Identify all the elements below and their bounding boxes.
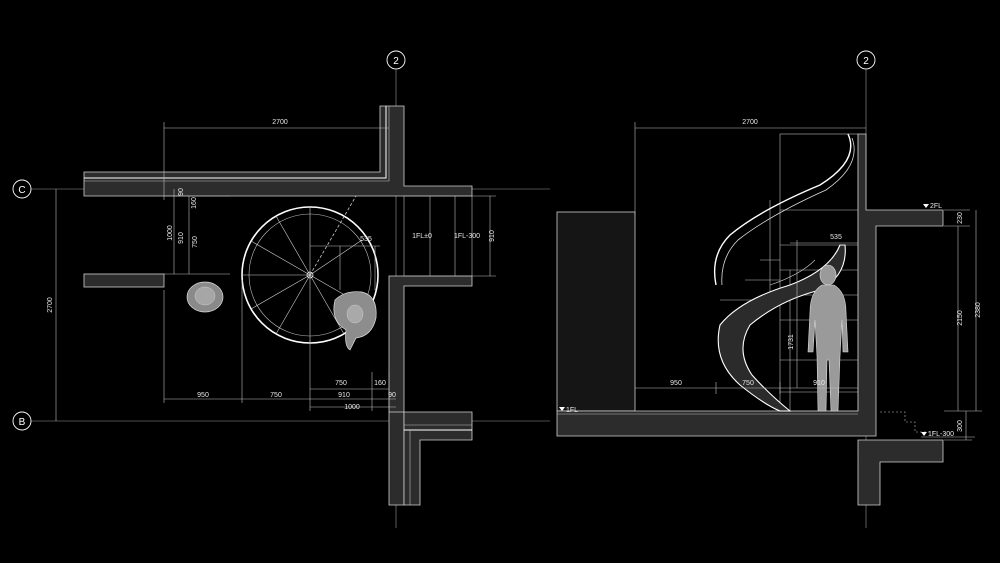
section-dimension-texts: 2700 535 1731 950 750 910 2FL 1FL 1FL-30… [566, 119, 982, 438]
plan-dim-910-right: 910 [489, 230, 496, 242]
section-level-2fl: 2FL [930, 203, 942, 210]
section-level-1fl-300: 1FL-300 [928, 431, 954, 438]
plan-dim-90-b2: 90 [388, 392, 396, 399]
section-dim-950: 950 [670, 380, 682, 387]
plan-dim-910-left: 910 [178, 232, 185, 244]
grid-lines [30, 70, 867, 528]
plan-dim-750-b2: 750 [270, 392, 282, 399]
plan-dim-2700-top: 2700 [272, 119, 288, 126]
section-dim-2380: 2380 [975, 302, 982, 318]
plan-dim-950: 950 [197, 392, 209, 399]
plan-dim-1000: 1000 [167, 225, 174, 241]
section-dim-910: 910 [813, 380, 825, 387]
plan-spiral-stair [241, 195, 380, 344]
section-dim-2150: 2150 [957, 310, 964, 326]
plan-level-1fl-300: 1FL-300 [454, 233, 480, 240]
section-person-figure [807, 264, 849, 412]
plan-dim-160-top: 160 [191, 197, 198, 209]
grid-bubble-2-section: 2 [856, 50, 876, 70]
svg-text:C: C [18, 185, 25, 196]
section-dim-535: 535 [830, 234, 842, 241]
plan-dim-535: 535 [360, 236, 372, 243]
section-walls [556, 133, 944, 506]
plan-dim-2700-left: 2700 [47, 297, 54, 313]
plan-dim-90: 90 [178, 188, 185, 196]
plan-dimension-texts: 2700 2700 90 160 1000 910 750 535 1FL±0 … [47, 119, 496, 411]
section-dim-2700: 2700 [742, 119, 758, 126]
svg-text:B: B [19, 417, 26, 428]
plan-dim-160-bottom: 160 [374, 380, 386, 387]
svg-text:2: 2 [393, 56, 399, 67]
plan-dim-910-b2: 910 [338, 392, 350, 399]
plan-dim-1000-bottom: 1000 [344, 404, 360, 411]
plan-dim-750-bottom: 750 [335, 380, 347, 387]
section-level-1fl: 1FL [566, 407, 578, 414]
grid-bubble-c: C [12, 179, 32, 199]
section-dim-1731: 1731 [788, 334, 795, 350]
svg-text:2: 2 [863, 56, 869, 67]
section-dimension-lines [634, 122, 982, 441]
grid-bubble-b: B [12, 411, 32, 431]
section-dim-230: 230 [957, 212, 964, 224]
plan-dim-750-left: 750 [192, 236, 199, 248]
section-dim-300: 300 [957, 420, 964, 432]
plan-dimension-lines [55, 122, 496, 421]
plan-level-1fl: 1FL±0 [412, 233, 432, 240]
plan-walls [83, 105, 473, 506]
section-level-markers [559, 204, 975, 438]
plan-person-figure [186, 281, 377, 351]
section-dim-750: 750 [742, 380, 754, 387]
grid-bubble-2-plan: 2 [386, 50, 406, 70]
